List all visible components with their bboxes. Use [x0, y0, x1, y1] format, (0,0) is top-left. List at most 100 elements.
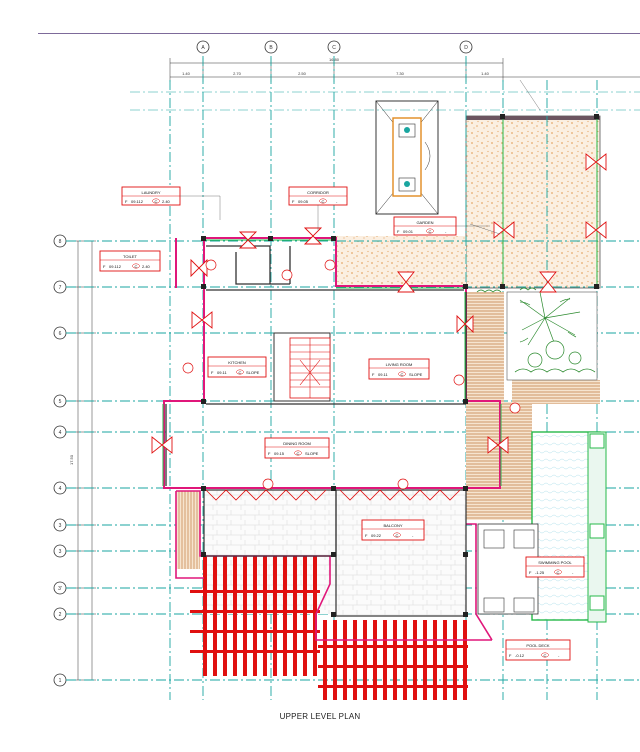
- grid-label-d: D: [464, 45, 468, 51]
- room-tag-balcony: BALCONY F 09.22 C -: [361, 519, 425, 541]
- room-tag-corridor: CORRIDOR F 09.05 C -: [288, 186, 348, 206]
- room-name-garden: GARDEN: [416, 220, 433, 225]
- room-tag-laundry: LAUNDRY F 09.112 C 2.40: [121, 186, 181, 206]
- corridor-val2: -: [336, 199, 338, 204]
- room-tag-pooldeck: POOL DECK F -0.12 C -: [505, 639, 571, 661]
- dim-seg-1: 1.40: [182, 71, 191, 76]
- corridor-val1: 09.05: [298, 199, 309, 204]
- row-label-4: 4: [59, 430, 62, 436]
- row-label-0: 8: [59, 239, 62, 245]
- dining-code1: F: [268, 451, 271, 456]
- balcony-edge: [175, 490, 493, 641]
- corridor-code1: F: [292, 199, 295, 204]
- kitchen-code2: C: [239, 370, 242, 375]
- toilet-val2: 2.40: [142, 264, 151, 269]
- toilet-code2: C: [135, 264, 138, 269]
- swimming-pool: [477, 431, 607, 623]
- laundry-val2: 2.40: [162, 199, 171, 204]
- tropical-planting: [476, 287, 598, 381]
- room-tag-dining: DINING ROOM F 09.15 C SLOPE: [264, 437, 330, 459]
- dim-seg-2: 2.70: [233, 71, 242, 76]
- room-tag-kitchen: KITCHEN F 09.11 C SLOPE: [207, 356, 267, 378]
- terrace-top-edge: [466, 116, 600, 120]
- drawing-title: UPPER LEVEL PLAN: [279, 712, 361, 721]
- room-name-balcony: BALCONY: [383, 523, 402, 528]
- balcony-val2: -: [412, 533, 414, 538]
- dim-seg-4: 7.30: [396, 71, 405, 76]
- balcony-lower-tiles: [336, 545, 466, 615]
- pool-code2: C: [557, 570, 560, 575]
- dining-code2: C: [297, 451, 300, 456]
- dim-seg-3: 2.50: [298, 71, 307, 76]
- structural-grid: [66, 56, 640, 700]
- pool-code1: F: [529, 570, 532, 575]
- row-label-7: 3: [59, 549, 62, 555]
- room-name-pooldeck: POOL DECK: [526, 643, 550, 648]
- kitchen-val2: SLOPE: [246, 370, 260, 375]
- pergola-beams: [190, 556, 468, 700]
- dining-val1: 09.15: [274, 451, 285, 456]
- terrace-stone-paving: [465, 115, 601, 289]
- row-label-6: 3: [59, 523, 62, 529]
- pool-val1: -1.25: [535, 570, 545, 575]
- pooldeck-code2: C: [544, 653, 547, 658]
- column-grid-letters: A B C D: [201, 45, 468, 51]
- laundry-code2: C: [155, 199, 158, 204]
- corridor-code2: C: [322, 199, 325, 204]
- garden-paving: [336, 236, 466, 286]
- room-name-toilet: TOILET: [123, 254, 137, 259]
- section-markers: [151, 153, 607, 454]
- dim-left-total: 17.50: [69, 454, 74, 465]
- laundry-val1: 09.112: [131, 199, 144, 204]
- elevation-tags: [182, 259, 521, 490]
- staircase: [273, 332, 331, 402]
- row-label-2: 6: [59, 331, 62, 337]
- room-tag-living: LIVING ROOM F 09.11 C SLOPE: [368, 358, 430, 380]
- room-name-living: LIVING ROOM: [386, 362, 413, 367]
- grid-label-b: B: [269, 45, 273, 51]
- pooldeck-val2: -: [558, 653, 560, 658]
- row-label-10: 1: [59, 678, 62, 684]
- dining-val2: SLOPE: [305, 451, 319, 456]
- room-name-dining: DINING ROOM: [283, 441, 311, 446]
- grid-label-c: C: [332, 45, 336, 51]
- kitchen-code1: F: [211, 370, 214, 375]
- row-label-5: 4: [59, 486, 62, 492]
- pooldeck-val1: -0.12: [515, 653, 525, 658]
- room-name-kitchen: KITCHEN: [228, 360, 246, 365]
- row-label-1: 7: [59, 285, 62, 291]
- row-grid-numbers: 8 7 6 5 4 4 3 3 3' 2 1: [58, 239, 62, 684]
- toilet-code1: F: [103, 264, 106, 269]
- room-tag-garden: GARDEN F 09.01 C -: [393, 216, 457, 236]
- garden-val1: 09.01: [403, 229, 414, 234]
- room-name-pool: SWIMMING POOL: [538, 560, 572, 565]
- grid-label-a: A: [201, 45, 205, 51]
- room-name-laundry: LAUNDRY: [141, 190, 160, 195]
- column-grid-bubbles: [196, 40, 473, 54]
- top-dimension-text: 16.80 1.40 2.70 2.50 7.30 1.40: [182, 57, 490, 76]
- garden-val2: -: [445, 229, 447, 234]
- top-dimensions: [169, 58, 640, 82]
- row-label-9: 2: [59, 612, 62, 618]
- room-name-corridor: CORRIDOR: [307, 190, 329, 195]
- row-label-8: 3': [58, 586, 62, 592]
- facade-trusses: [205, 489, 461, 501]
- toilet-val1: 09.112: [109, 264, 122, 269]
- deck-left-strip: [176, 491, 200, 569]
- living-val1: 09.11: [378, 372, 388, 377]
- deck-pool-north: [512, 380, 600, 404]
- row-grid-bubbles: [53, 234, 67, 687]
- living-val2: SLOPE: [409, 372, 423, 377]
- balcony-code1: F: [365, 533, 368, 538]
- leader-lines: [180, 79, 541, 235]
- room-tags: LAUNDRY F 09.112 C 2.40 CORRIDOR F 09.05…: [99, 186, 585, 661]
- dim-seg-5: 1.40: [481, 71, 490, 76]
- pool-val2: -: [572, 570, 574, 575]
- skylight-detail: [375, 100, 439, 215]
- balcony-code2: C: [396, 533, 399, 538]
- laundry-code1: F: [125, 199, 128, 204]
- garden-code2: C: [429, 229, 432, 234]
- living-code1: F: [372, 372, 375, 377]
- garden-code1: F: [397, 229, 400, 234]
